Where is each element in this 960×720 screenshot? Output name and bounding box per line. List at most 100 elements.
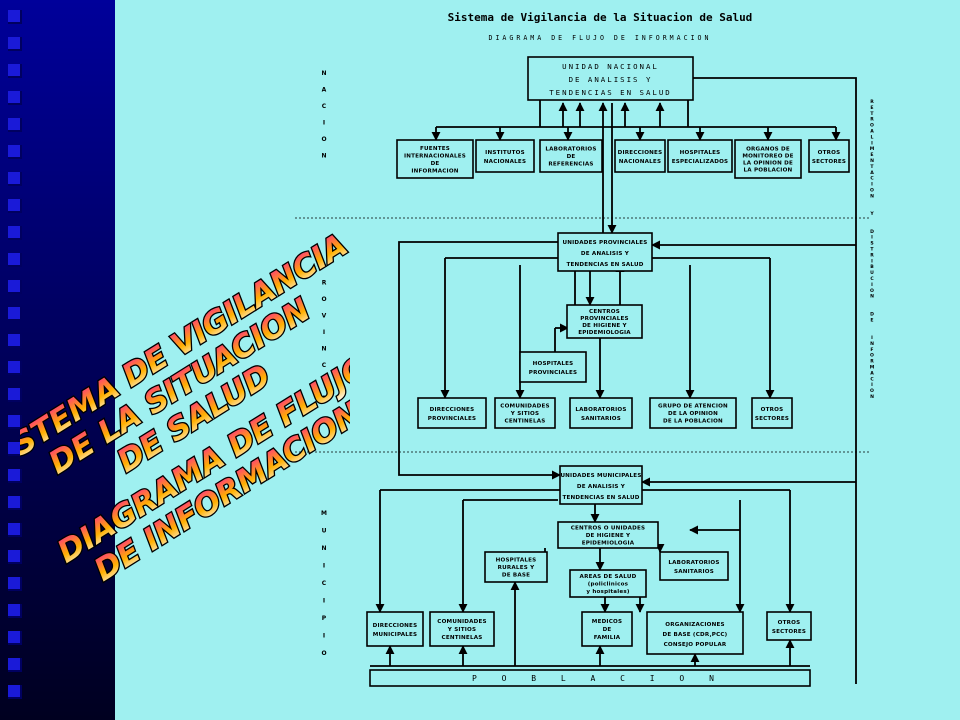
side-label-char: E bbox=[870, 317, 873, 323]
box-direcciones-provinciales-text: DIRECCIONES bbox=[430, 407, 475, 413]
box-comunidades-centinelas-prov-frame bbox=[494, 397, 556, 429]
box-unidad-nacional-frame bbox=[527, 56, 694, 101]
side-label-char: C bbox=[870, 176, 874, 182]
level-label-provincia-char: P bbox=[322, 263, 327, 270]
level-label-municipio-char: P bbox=[322, 615, 327, 622]
box-grupo-atencion-opinion-text: DE LA OPINION bbox=[668, 411, 718, 417]
box-fuentes-internacionales-text: INTERNACIONALES bbox=[404, 153, 466, 159]
box-areas-de-salud-frame bbox=[569, 569, 647, 598]
diagram-title: Sistema de Vigilancia de la Situacion de… bbox=[448, 11, 753, 24]
box-direcciones-provinciales-text: PROVINCIALES bbox=[428, 416, 476, 422]
box-organos-monitoreo-text: LA POBLACION bbox=[744, 167, 793, 173]
box-centros-provinciales-frame bbox=[566, 304, 643, 339]
side-label-char: T bbox=[870, 247, 874, 253]
box-otros-sectores-nacion-text: OTROS bbox=[818, 150, 841, 156]
box-medicos-familia-frame bbox=[581, 611, 633, 647]
level-label-municipio-char: I bbox=[323, 633, 325, 640]
box-grupo-atencion-opinion-text: GRUPO DE ATENCION bbox=[658, 404, 728, 410]
box-fuentes-internacionales-text: DE bbox=[431, 161, 440, 167]
box-comunidades-centinelas-mun-text: CENTINELAS bbox=[442, 635, 483, 641]
box-organos-monitoreo-frame bbox=[734, 139, 802, 179]
box-laboratorios-sanitarios-mun-text: SANITARIOS bbox=[674, 569, 714, 575]
side-label-char: O bbox=[870, 188, 874, 194]
box-fuentes-internacionales-text: FUENTES bbox=[420, 146, 450, 152]
side-label-char: N bbox=[870, 158, 874, 164]
box-laboratorios-referencias-frame bbox=[539, 139, 603, 173]
side-label-char: I bbox=[871, 235, 873, 241]
side-label-char: T bbox=[870, 111, 874, 117]
level-label-provincia-char: O bbox=[321, 296, 326, 303]
side-label-char: D bbox=[870, 311, 874, 317]
box-laboratorios-referencias-text: DE bbox=[567, 154, 576, 160]
box-comunidades-centinelas-prov-text: Y SITIOS bbox=[510, 411, 539, 417]
decorative-square bbox=[8, 604, 22, 618]
box-organizaciones-base-text: DE BASE (CDR,PCC) bbox=[663, 632, 728, 638]
box-unidades-provinciales-frame bbox=[557, 232, 653, 272]
box-otros-sectores-mun-frame bbox=[766, 611, 812, 641]
level-label-provincia-char: R bbox=[322, 280, 327, 287]
box-unidad-nacional-text: DE ANALISIS Y bbox=[569, 75, 653, 84]
box-hospitales-provinciales-frame bbox=[519, 351, 587, 383]
side-label-char: O bbox=[870, 388, 874, 394]
side-label-char: I bbox=[871, 382, 873, 388]
box-direcciones-municipales-text: MUNICIPALES bbox=[373, 632, 418, 638]
decorative-square bbox=[8, 631, 22, 645]
box-centros-unidades-higiene-frame bbox=[557, 521, 659, 549]
side-label-char: T bbox=[870, 164, 874, 170]
box-areas-de-salud-text: AREAS DE SALUD bbox=[580, 574, 637, 580]
box-comunidades-centinelas-prov-text: CENTINELAS bbox=[505, 419, 546, 425]
box-comunidades-centinelas-prov-text: COMUNIDADES bbox=[500, 404, 549, 410]
box-centros-provinciales-text: EPIDEMIOLOGIA bbox=[578, 330, 631, 336]
box-otros-sectores-nacion-frame bbox=[808, 139, 850, 173]
level-label-provincia: PROVINCIA bbox=[321, 263, 326, 402]
decorative-square bbox=[8, 361, 22, 375]
level-label-provincia-char: I bbox=[323, 329, 325, 336]
level-label-nacion-char: O bbox=[321, 136, 326, 143]
box-centros-provinciales-text: PROVINCIALES bbox=[580, 316, 628, 322]
decorative-square bbox=[8, 496, 22, 510]
side-label-char: O bbox=[870, 353, 874, 359]
box-hospitales-provinciales-text: PROVINCIALES bbox=[529, 370, 577, 376]
side-label-char: Y bbox=[869, 211, 874, 217]
box-unidades-municipales-text: DE ANALISIS Y bbox=[577, 484, 626, 490]
level-label-provincia-char: V bbox=[322, 313, 327, 320]
decorative-square bbox=[8, 118, 22, 132]
box-laboratorios-sanitarios-prov-frame bbox=[569, 397, 633, 429]
box-organizaciones-base-text: CONSEJO POPULAR bbox=[664, 642, 727, 648]
box-hospitales-rurales-text: HOSPITALES bbox=[496, 558, 537, 564]
box-direcciones-provinciales-frame bbox=[417, 397, 487, 429]
level-label-nacion-char: I bbox=[323, 120, 325, 127]
level-label-provincia-char: A bbox=[322, 395, 327, 402]
box-hospitales-especializados-text: ESPECIALIZADOS bbox=[672, 159, 729, 165]
side-feedback-label: RETROALIMENTACIONYDISTRIBUCIONDEINFORMAC… bbox=[869, 99, 874, 400]
level-label-municipio-char: O bbox=[321, 650, 326, 657]
side-label-char: N bbox=[870, 193, 874, 199]
side-label-char: I bbox=[871, 182, 873, 188]
side-label-char: F bbox=[870, 347, 873, 353]
box-laboratorios-referencias-text: REFERENCIAS bbox=[548, 162, 593, 168]
side-label-char: U bbox=[870, 270, 874, 276]
side-label-char: N bbox=[870, 341, 874, 347]
box-otros-sectores-prov-text: SECTORES bbox=[755, 416, 789, 422]
box-organizaciones-base-text: ORGANIZACIONES bbox=[665, 622, 724, 628]
box-laboratorios-sanitarios-prov-text: SANITARIOS bbox=[581, 416, 621, 422]
decorative-square bbox=[8, 442, 22, 456]
side-label-char: I bbox=[871, 282, 873, 288]
side-label-char: L bbox=[871, 134, 874, 140]
decorative-square bbox=[8, 415, 22, 429]
level-label-nacion-char: N bbox=[321, 70, 326, 77]
side-label-char: B bbox=[870, 264, 874, 270]
side-label-char: S bbox=[870, 241, 873, 247]
